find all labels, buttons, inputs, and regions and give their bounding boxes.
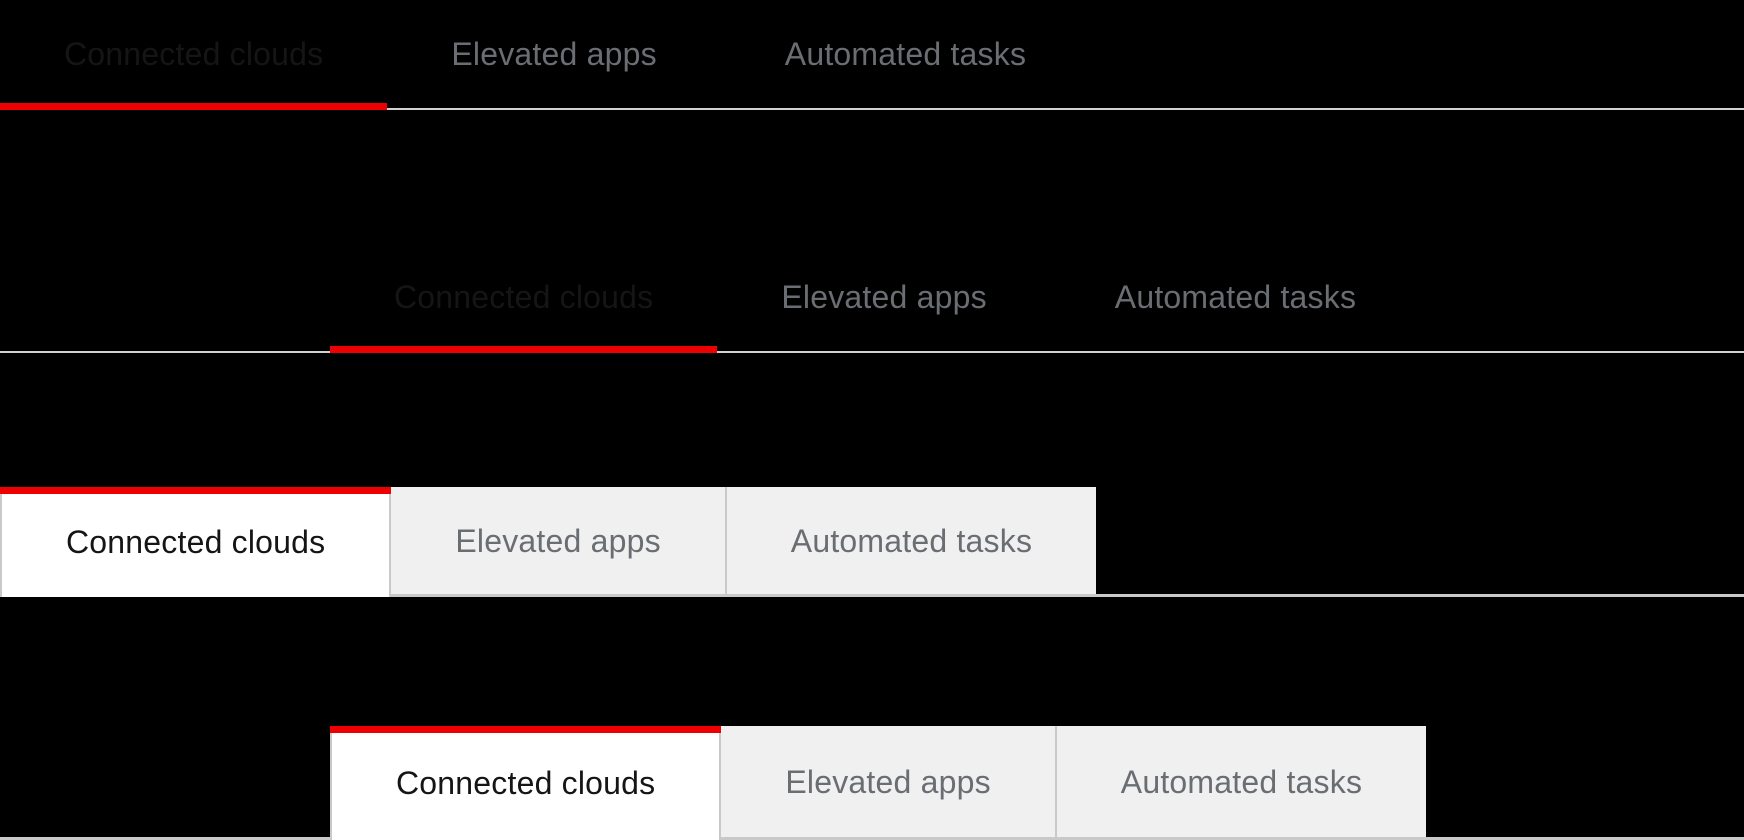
active-tab-indicator bbox=[330, 346, 718, 353]
tab-list: Connected clouds Elevated apps Automated… bbox=[0, 0, 1744, 110]
active-tab-indicator bbox=[0, 487, 392, 494]
active-tab-indicator bbox=[0, 103, 388, 110]
tab-list: Connected clouds Elevated apps Automated… bbox=[0, 487, 1744, 597]
tab-label: Connected clouds bbox=[66, 524, 326, 560]
tab-automated-tasks[interactable]: Automated tasks bbox=[721, 0, 1090, 108]
tab-label: Connected clouds bbox=[396, 765, 656, 801]
tab-label: Connected clouds bbox=[394, 279, 654, 315]
tab-label: Automated tasks bbox=[1114, 279, 1357, 315]
tabs-box-default: Connected clouds Elevated apps Automated… bbox=[0, 487, 1744, 597]
tab-connected-clouds[interactable]: Connected clouds bbox=[0, 487, 392, 597]
tab-automated-tasks[interactable]: Automated tasks bbox=[1051, 243, 1420, 351]
tab-connected-clouds[interactable]: Connected clouds bbox=[330, 726, 722, 840]
tab-label: Elevated apps bbox=[785, 763, 991, 800]
tab-elevated-apps[interactable]: Elevated apps bbox=[387, 0, 720, 108]
tab-automated-tasks[interactable]: Automated tasks bbox=[724, 487, 1097, 594]
tab-label: Elevated apps bbox=[451, 36, 657, 72]
tab-connected-clouds[interactable]: Connected clouds bbox=[330, 243, 718, 353]
tab-list: Connected clouds Elevated apps Automated… bbox=[330, 243, 1744, 353]
tabs-line-inset: Connected clouds Elevated apps Automated… bbox=[0, 243, 1744, 353]
active-tab-indicator bbox=[330, 726, 722, 733]
tab-automated-tasks[interactable]: Automated tasks bbox=[1054, 726, 1427, 837]
tab-label: Elevated apps bbox=[455, 522, 661, 559]
tab-elevated-apps[interactable]: Elevated apps bbox=[717, 243, 1050, 351]
tab-label: Automated tasks bbox=[1120, 763, 1363, 800]
tab-label: Connected clouds bbox=[64, 36, 324, 72]
tab-elevated-apps[interactable]: Elevated apps bbox=[721, 726, 1055, 837]
tabs-line-default: Connected clouds Elevated apps Automated… bbox=[0, 0, 1744, 110]
tabs-box-inset: Connected clouds Elevated apps Automated… bbox=[0, 726, 1744, 840]
tab-list: Connected clouds Elevated apps Automated… bbox=[330, 726, 1744, 840]
tab-connected-clouds[interactable]: Connected clouds bbox=[0, 0, 388, 110]
tab-elevated-apps[interactable]: Elevated apps bbox=[391, 487, 725, 594]
tab-label: Automated tasks bbox=[790, 522, 1033, 559]
tab-label: Automated tasks bbox=[784, 36, 1027, 72]
tab-label: Elevated apps bbox=[781, 279, 987, 315]
